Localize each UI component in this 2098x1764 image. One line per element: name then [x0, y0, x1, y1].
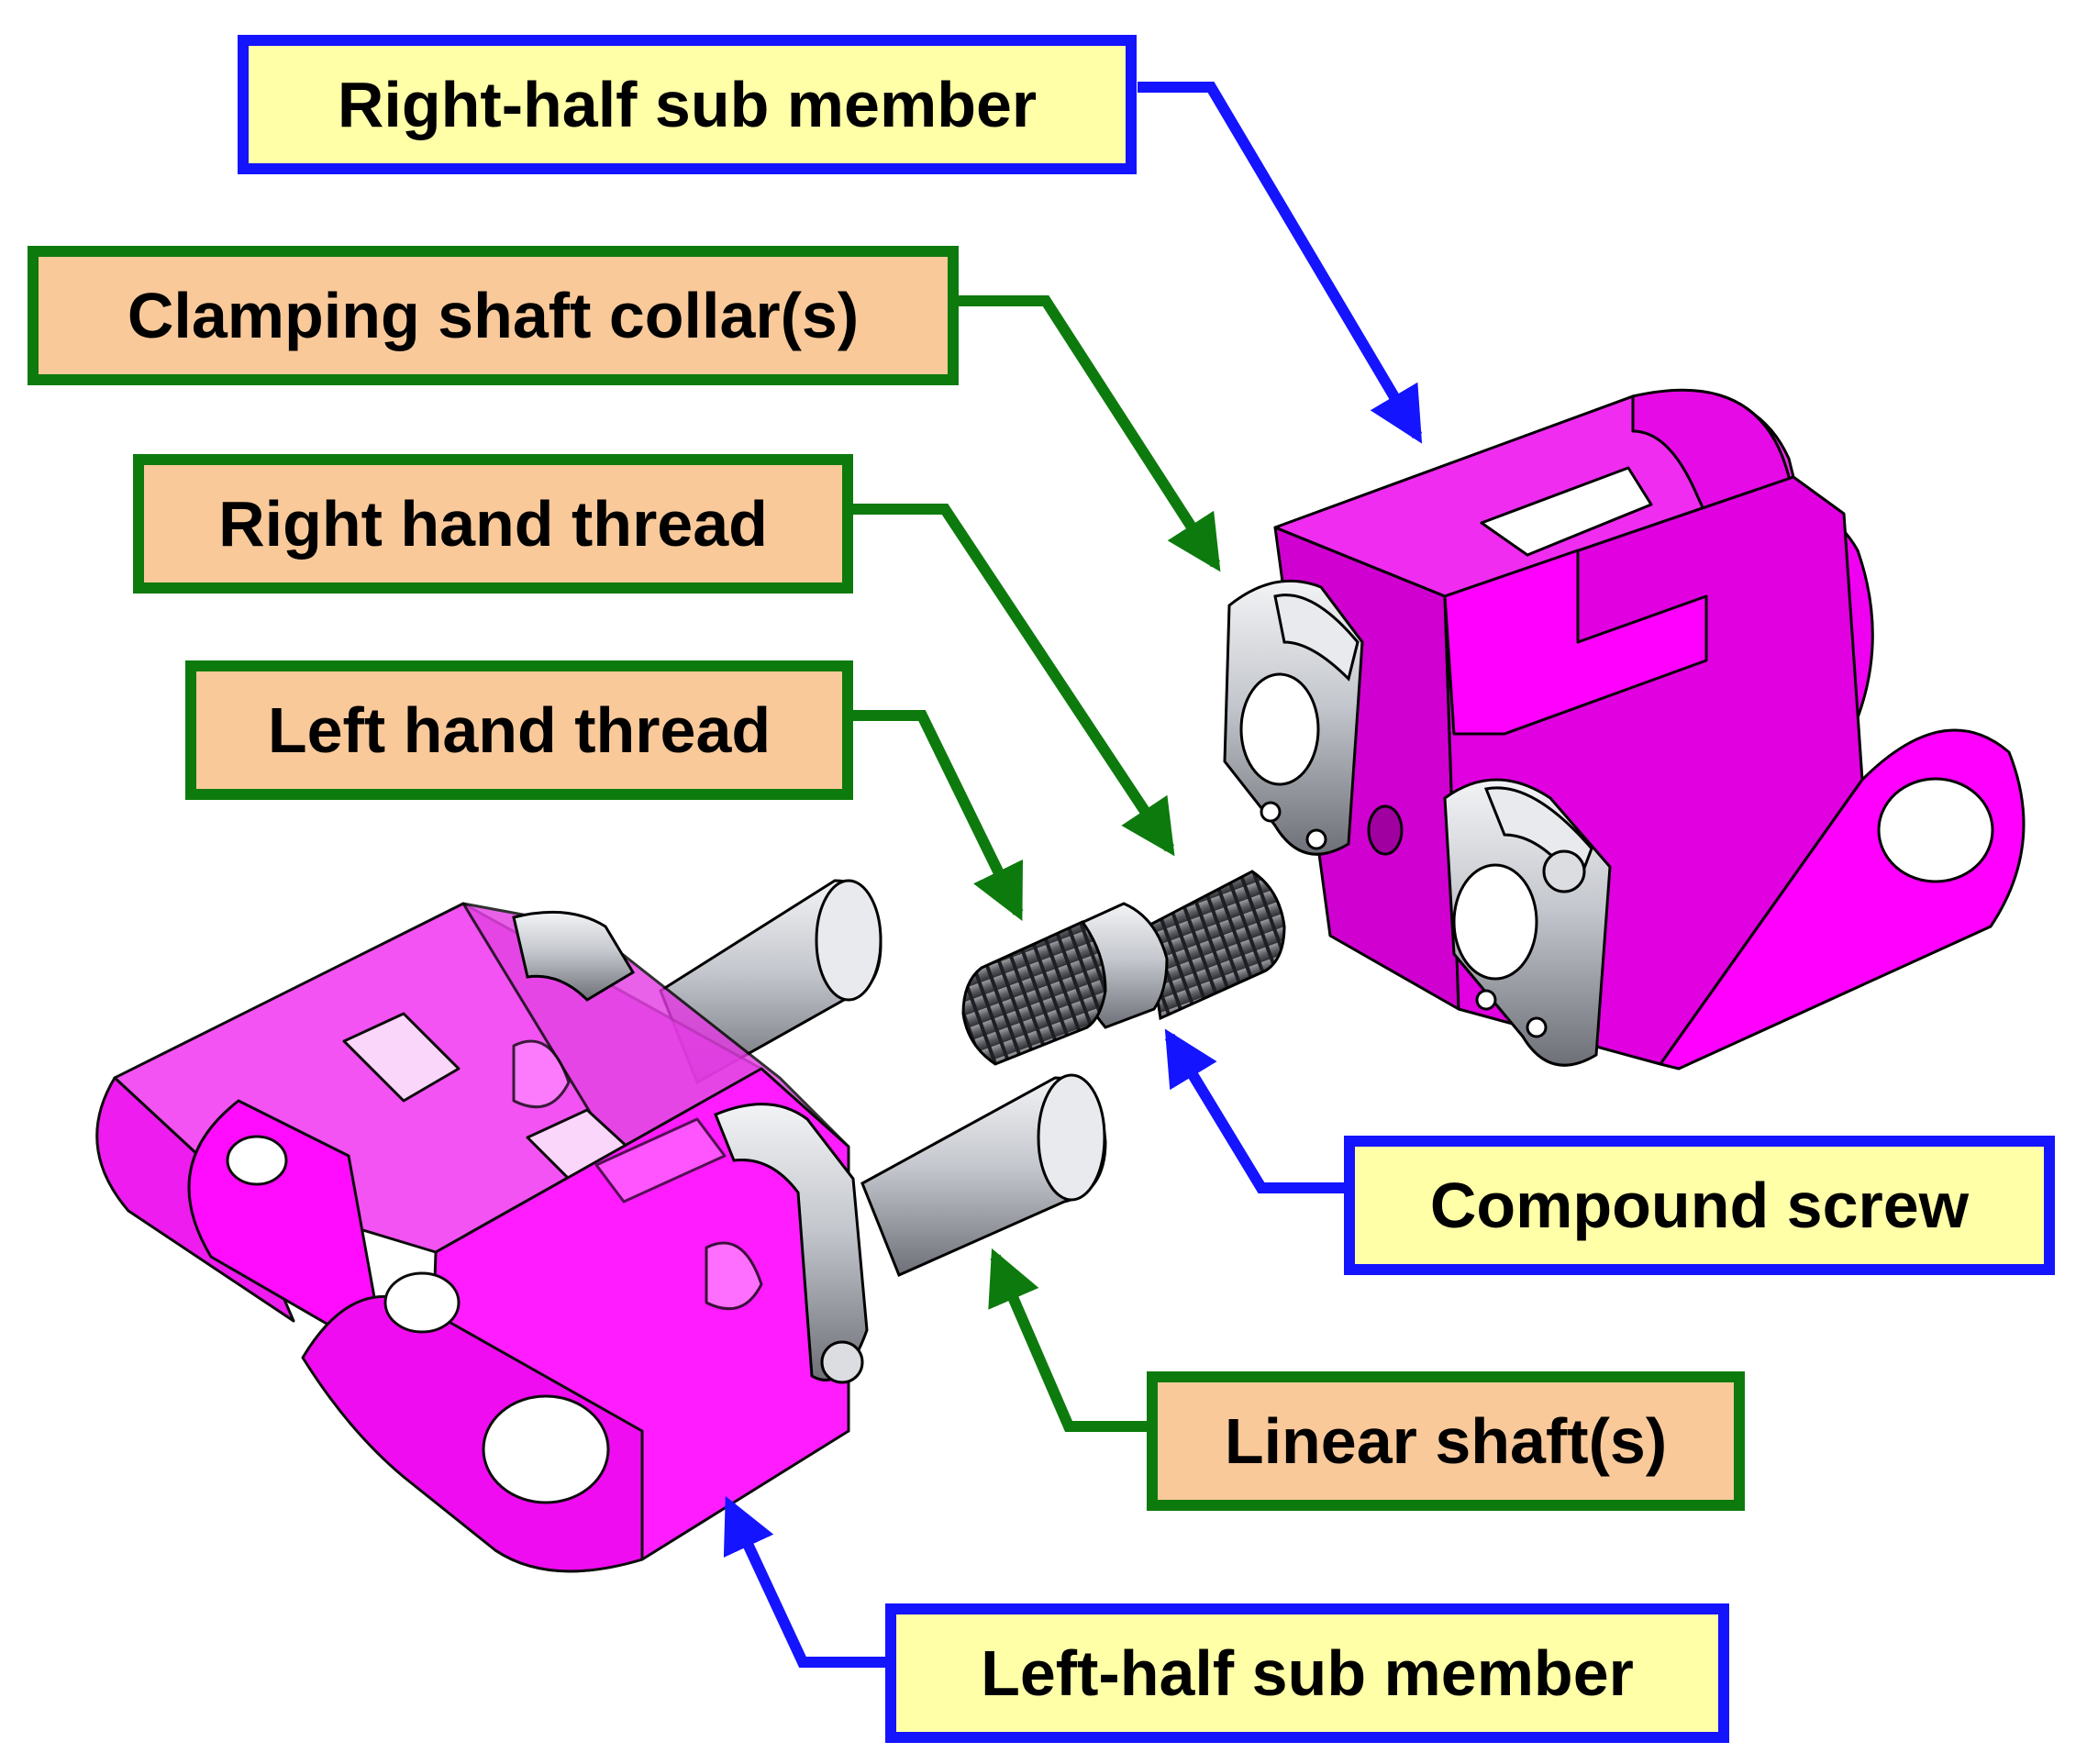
right-half-sub-member [1273, 388, 2026, 1071]
label-right-hand-thread: Right hand thread [133, 454, 853, 594]
label-compound-screw: Compound screw [1344, 1136, 2055, 1275]
clamping-shaft-collar-right-upper [1223, 579, 1364, 856]
leader-linear-shafts [988, 1248, 1147, 1432]
left-half-sub-member [95, 902, 850, 1573]
leader-lines [723, 82, 1423, 1668]
compound-screw [961, 870, 1286, 1066]
clamping-shaft-collar-right-lower [1443, 778, 1612, 1067]
leader-left-hand-thread [853, 710, 1024, 921]
left-member-slot-1 [342, 1012, 461, 1103]
left-member-pin-bore-front [482, 1394, 610, 1504]
label-right-half-sub-member: Right-half sub member [238, 35, 1137, 174]
left-hand-thread-section [961, 920, 1107, 1066]
right-hand-thread-section [1145, 870, 1286, 1021]
linear-shaft-lower [860, 1073, 1107, 1278]
leader-right-hand-thread [853, 504, 1175, 857]
label-linear-shafts: Linear shaft(s) [1147, 1371, 1745, 1511]
leader-right-half-sub-member [1138, 82, 1423, 444]
left-member-pin-bore-3 [226, 1135, 288, 1186]
clamping-shaft-collar-left-upper [512, 910, 636, 1002]
label-left-hand-thread: Left hand thread [185, 660, 853, 800]
right-member-slot-upper [1480, 466, 1653, 557]
clamping-shaft-collar-left-lower [714, 1103, 869, 1384]
label-clamping-shaft-collars: Clamping shaft collar(s) [28, 246, 959, 385]
left-member-pin-bore-2 [383, 1271, 461, 1334]
leader-clamping-shaft-collars [959, 295, 1221, 572]
leader-compound-screw [1164, 1028, 1344, 1193]
leader-left-half-sub-member [723, 1495, 885, 1668]
label-left-half-sub-member: Left-half sub member [885, 1603, 1729, 1743]
